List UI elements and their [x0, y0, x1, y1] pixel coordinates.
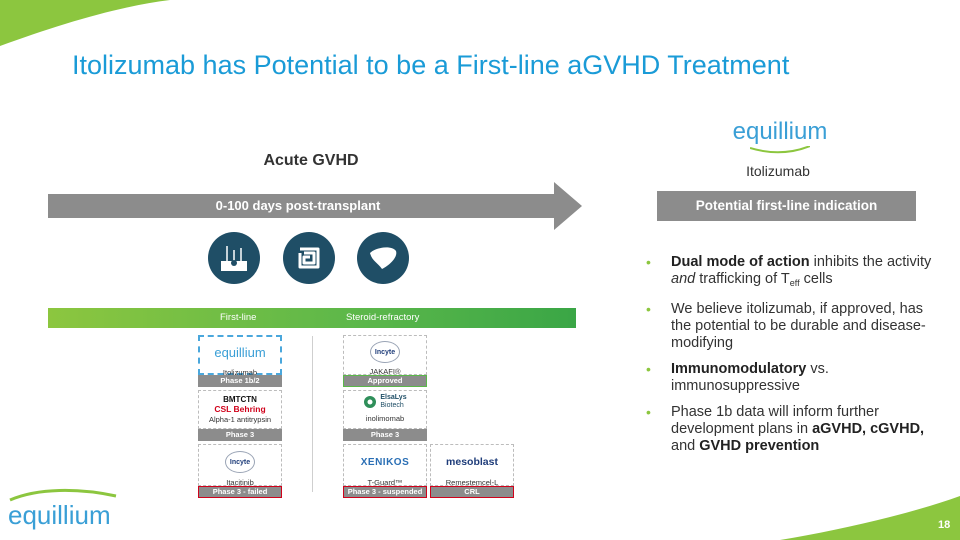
equillium-logo: equillium — [730, 118, 830, 154]
liver-icon — [357, 232, 409, 284]
inolimomab-phase-tag: Phase 3 — [343, 429, 427, 441]
itacitinib-name: Itacitinib — [226, 478, 254, 487]
bullet-phase1b: Phase 1b data will inform further develo… — [646, 404, 936, 455]
bullet-durable: We believe itolizumab, if approved, has … — [646, 301, 936, 352]
skin-icon — [208, 232, 260, 284]
equillium-logo: equillium — [214, 344, 266, 360]
bullet-dual-mode: Dual mode of action inhibits the activit… — [646, 254, 936, 292]
bottom-right-swoosh — [780, 496, 960, 540]
mesoblast-logo: mesoblast — [446, 456, 498, 468]
itacitinib-phase-tag: Phase 3 - failed — [198, 486, 282, 498]
itacitinib-card: Incyte Itacitinib — [198, 444, 282, 487]
acute-gvhd-heading: Acute GVHD — [263, 152, 359, 169]
treatment-line-bar: First-line Steroid-refractory — [48, 308, 576, 328]
inolimomab-name: inolimomab — [365, 414, 405, 423]
remestemcel-phase-tag: CRL — [430, 486, 514, 498]
itolizumab-card: equillium Itolizumab — [198, 335, 282, 377]
inolimomab-card: ElsaLys Biotech inolimomab — [343, 390, 427, 429]
intestine-icon — [283, 232, 335, 284]
jakafi-card: Incyte JAKAFI® — [343, 335, 427, 376]
elsalys-mark-icon — [364, 396, 377, 408]
first-line-label: First-line — [220, 312, 257, 323]
timeline-label: 0-100 days post-transplant — [215, 198, 381, 213]
slide-title: Itolizumab has Potential to be a First-l… — [72, 50, 790, 80]
steroid-refractory-label: Steroid-refractory — [346, 312, 420, 323]
timeline-arrow — [48, 182, 582, 230]
tguard-phase-tag: Phase 3 - suspended — [343, 486, 427, 498]
alpha1-card: BMTCTN CSL Behring Alpha-1 antitrypsin — [198, 390, 282, 429]
alpha1-name: Alpha-1 antitrypsin — [208, 415, 272, 424]
bullet-immunomodulatory: Immunomodulatory vs. immunosuppressive — [646, 361, 936, 395]
incyte-logo: Incyte — [344, 336, 426, 366]
alpha1-phase-tag: Phase 3 — [198, 429, 282, 441]
itolizumab-name: Itolizumab — [222, 368, 258, 377]
bmtctn-csl-logo: BMTCTN CSL Behring — [214, 395, 266, 414]
jakafi-phase-tag: Approved — [343, 375, 427, 387]
tguard-name: T-Guard™ — [367, 478, 403, 487]
jakafi-name: JAKAFI® — [369, 367, 401, 376]
footer-equillium-logo: equillium — [8, 488, 118, 529]
xenikos-logo: XENIKOS — [360, 456, 410, 468]
indication-box: Potential first-line indication — [657, 191, 916, 221]
drug-label: Itolizumab — [746, 163, 810, 179]
elsalys-logo: ElsaLys Biotech — [344, 391, 426, 410]
top-left-swoosh — [0, 0, 170, 46]
benefit-list: Dual mode of action inhibits the activit… — [646, 254, 936, 464]
column-divider — [312, 336, 313, 492]
logo-swoosh-icon — [750, 146, 810, 154]
remestemcel-card: mesoblast Remestemcel-L — [430, 444, 514, 487]
remestemcel-name: Remestemcel-L — [445, 478, 499, 487]
incyte-logo: Incyte — [199, 445, 281, 475]
tguard-card: XENIKOS T-Guard™ — [343, 444, 427, 487]
itolizumab-phase-tag: Phase 1b/2 — [198, 375, 282, 387]
page-number: 18 — [938, 519, 951, 531]
footer-swoosh-icon — [9, 488, 117, 502]
